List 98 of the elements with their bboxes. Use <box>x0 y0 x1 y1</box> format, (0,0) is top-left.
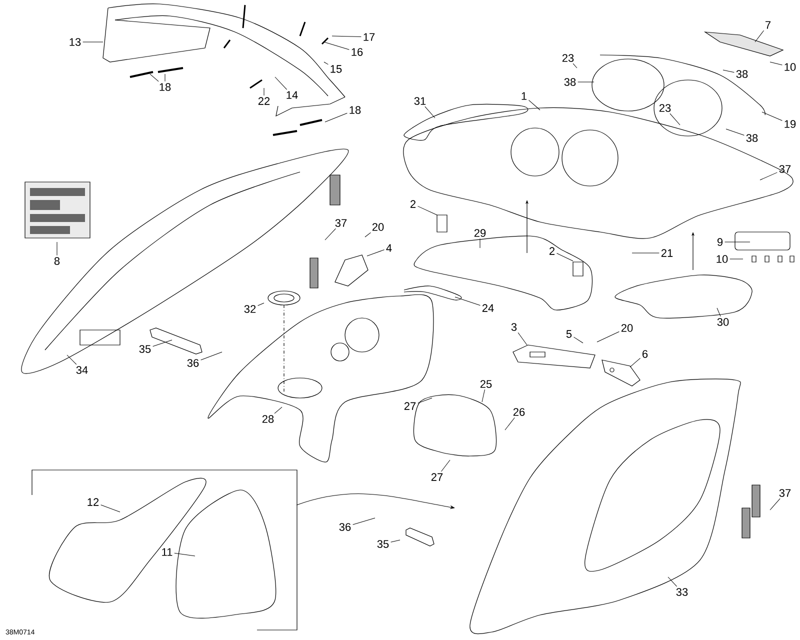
leader-line <box>482 389 486 402</box>
callout-number: 16 <box>352 48 363 56</box>
leader-line <box>770 498 780 510</box>
leader-line <box>324 42 350 50</box>
leader-line <box>352 518 376 525</box>
leader-line <box>528 100 540 110</box>
callout-number: 27 <box>431 473 443 481</box>
callout-number: 3 <box>511 323 517 331</box>
leader-line <box>632 252 660 254</box>
leader-line <box>324 62 328 65</box>
callout-number: 30 <box>717 318 729 326</box>
leader-line <box>424 106 436 118</box>
callout-number: 6 <box>642 350 648 358</box>
callout-number: 15 <box>330 65 342 73</box>
leader-line <box>100 504 120 512</box>
callout-number: 25 <box>480 380 492 388</box>
callout-number: 31 <box>414 97 426 105</box>
leader-line <box>726 128 744 136</box>
leader-line <box>630 358 640 368</box>
leader-line <box>441 460 450 472</box>
callout-number: 38 <box>564 78 576 86</box>
callout-number: 35 <box>139 345 151 353</box>
leader-line <box>200 352 222 360</box>
arrow <box>296 494 455 509</box>
callout-number: 26 <box>513 408 525 416</box>
callout-number: 11 <box>162 548 172 556</box>
callout-number: 17 <box>364 33 375 41</box>
leader-line <box>596 331 620 342</box>
leader-line <box>722 70 734 73</box>
leader-line <box>164 74 166 82</box>
leader-line <box>390 540 400 542</box>
callout-number: 13 <box>70 38 81 46</box>
leader-line <box>770 62 782 66</box>
callout-number: 35 <box>377 540 389 548</box>
leader-line <box>66 354 77 365</box>
callout-number: 2 <box>550 247 555 255</box>
callout-number: 14 <box>286 91 298 99</box>
leader-line <box>504 417 515 430</box>
callout-number: 38 <box>736 70 748 78</box>
leader-line <box>670 113 680 126</box>
leader-line <box>730 258 744 260</box>
callout-number: 23 <box>659 104 671 112</box>
leader-line <box>152 340 172 347</box>
inset-frame <box>32 470 298 630</box>
leader-line <box>366 249 384 256</box>
callout-number: 23 <box>562 54 574 62</box>
callout-number: 36 <box>187 359 199 367</box>
callout-number: 8 <box>54 257 60 265</box>
callout-number: 29 <box>474 229 486 237</box>
leader-line <box>572 63 578 68</box>
callout-number: 9 <box>717 238 723 246</box>
leader-line <box>716 308 721 317</box>
leader-line <box>274 406 282 414</box>
callout-number: 37 <box>779 165 791 173</box>
leader-line <box>760 172 778 180</box>
leader-line <box>454 296 480 306</box>
leader-line <box>258 302 264 306</box>
callout-number: 36 <box>339 523 351 531</box>
callout-number: 21 <box>661 249 673 257</box>
callout-number: 27 <box>404 402 416 410</box>
callout-number: 2 <box>410 200 416 208</box>
leader-line <box>418 398 432 404</box>
leader-line <box>56 242 58 256</box>
callout-number: 28 <box>262 415 274 423</box>
callout-number: 22 <box>258 97 270 105</box>
leader-line <box>668 576 678 587</box>
callout-number: 1 <box>522 92 527 100</box>
callout-number: 10 <box>716 255 728 263</box>
callout-number: 7 <box>766 21 771 29</box>
leader-line <box>332 36 362 38</box>
callout-number: 34 <box>76 366 88 374</box>
callout-number: 32 <box>244 305 256 313</box>
callout-number: 10 <box>784 63 796 71</box>
leader-line <box>556 253 574 262</box>
callout-number: 37 <box>779 489 791 497</box>
leader-line <box>150 74 159 82</box>
callout-number: 5 <box>566 330 572 338</box>
callout-number: 4 <box>386 244 392 252</box>
callout-number: 20 <box>372 223 384 231</box>
callout-number: 18 <box>350 106 361 114</box>
leader-line <box>418 206 438 216</box>
callout-number: 33 <box>676 588 688 596</box>
callout-number: 18 <box>160 83 171 91</box>
leader-line <box>274 76 288 90</box>
leader-line <box>364 232 371 238</box>
leader-line <box>174 552 196 556</box>
leader-line <box>324 112 348 122</box>
callout-number: 19 <box>784 120 796 128</box>
leader-line <box>518 332 528 346</box>
callout-number: 12 <box>88 498 99 506</box>
callout-number: 24 <box>482 304 494 312</box>
callout-number: 20 <box>621 324 633 332</box>
leader-line <box>754 30 764 42</box>
callout-number: 38 <box>746 134 758 142</box>
leader-line <box>574 336 584 344</box>
leader-line <box>762 112 782 121</box>
callout-number: 37 <box>335 219 347 227</box>
leader-line <box>324 228 336 240</box>
